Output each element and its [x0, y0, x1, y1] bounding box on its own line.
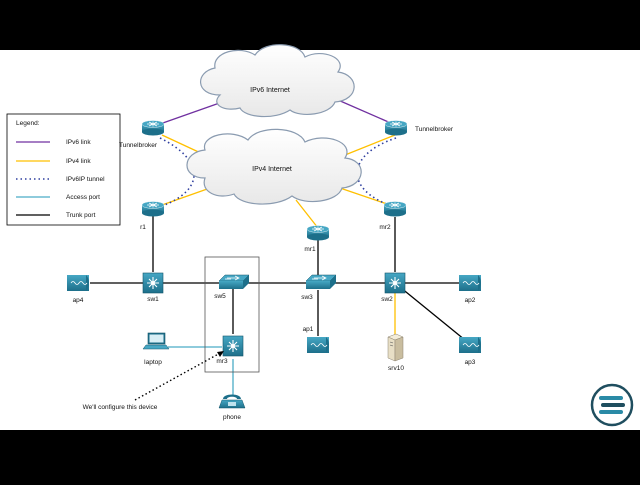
- brand-logo: [590, 383, 634, 427]
- tunnelbroker-right-label: Tunnelbroker: [415, 126, 454, 133]
- router-icon-mr1[interactable]: [306, 225, 330, 241]
- l2-switch-icon-sw5[interactable]: [218, 274, 250, 289]
- sw1-label: sw1: [147, 296, 159, 303]
- legend-box: [6, 113, 121, 226]
- mr2-label: mr2: [379, 224, 391, 231]
- annotation-text: We'll configure this device: [83, 404, 158, 411]
- annotation-pointer: [134, 351, 223, 401]
- laptop-icon[interactable]: [142, 332, 170, 350]
- ipv4-internet-cloud: [186, 128, 362, 205]
- legend-trunk-label: Trunk port: [66, 212, 96, 219]
- ipv6ip-tunnel-left: [159, 137, 195, 207]
- legend-title: Legend:: [16, 120, 40, 127]
- tunnelbroker-left-label: Tunnelbroker: [119, 142, 158, 149]
- r1-label: r1: [140, 224, 146, 231]
- legend-tunnel-label: IPv6IP tunnel: [66, 176, 105, 183]
- ipv4-link-mr1: [295, 199, 319, 229]
- ipv6-internet-label: IPv6 Internet: [250, 87, 290, 94]
- sw2-label: sw2: [381, 296, 393, 303]
- ipv6-link-left: [159, 99, 229, 125]
- server-icon-srv10[interactable]: [387, 333, 404, 362]
- access-point-icon-ap4[interactable]: [67, 275, 89, 291]
- links: [90, 99, 472, 396]
- legend-ipv6-label: IPv6 link: [66, 139, 91, 146]
- l3-switch-icon-mr3[interactable]: [222, 335, 244, 357]
- l3-switch-icon-sw2[interactable]: [384, 272, 406, 294]
- router-icon-tunnelbroker-left[interactable]: [141, 120, 165, 136]
- mr1-label: mr1: [304, 246, 316, 253]
- access-point-icon-ap2[interactable]: [459, 275, 481, 291]
- router-icon-mr2[interactable]: [383, 201, 407, 217]
- ip-phone-icon[interactable]: [218, 394, 246, 409]
- ap1-label: ap1: [303, 326, 314, 333]
- legend-access-label: Access port: [66, 194, 100, 201]
- access-point-icon-ap1[interactable]: [307, 337, 329, 353]
- annotation-arrowhead: [217, 351, 224, 357]
- laptop-label: laptop: [144, 359, 162, 366]
- phone-label: phone: [223, 414, 241, 421]
- ap4-label: ap4: [73, 297, 84, 304]
- ipv6-link-right: [337, 99, 394, 125]
- router-icon-r1[interactable]: [141, 201, 165, 217]
- srv10-label: srv10: [388, 365, 404, 372]
- sw3-label: sw3: [301, 294, 313, 301]
- legend-ipv4-label: IPv4 link: [66, 158, 91, 165]
- ap2-label: ap2: [465, 297, 476, 304]
- trunk-sw2-ap3: [394, 282, 466, 341]
- access-point-icon-ap3[interactable]: [459, 337, 481, 353]
- ap3-label: ap3: [465, 359, 476, 366]
- l3-switch-icon-sw1[interactable]: [142, 272, 164, 294]
- sw5-label: sw5: [214, 293, 226, 300]
- legend: Legend: IPv6 link IPv4 link IPv6IP tunne…: [6, 113, 121, 226]
- ipv4-link-tb-right: [344, 134, 396, 156]
- ipv6-internet-cloud: [200, 44, 355, 118]
- l2-switch-icon-sw3[interactable]: [305, 274, 337, 289]
- ipv4-internet-label: IPv4 Internet: [252, 166, 292, 173]
- mr3-label: mr3: [216, 358, 228, 365]
- sw5-mr3-highlight-box: [204, 256, 260, 373]
- router-icon-tunnelbroker-right[interactable]: [384, 120, 408, 136]
